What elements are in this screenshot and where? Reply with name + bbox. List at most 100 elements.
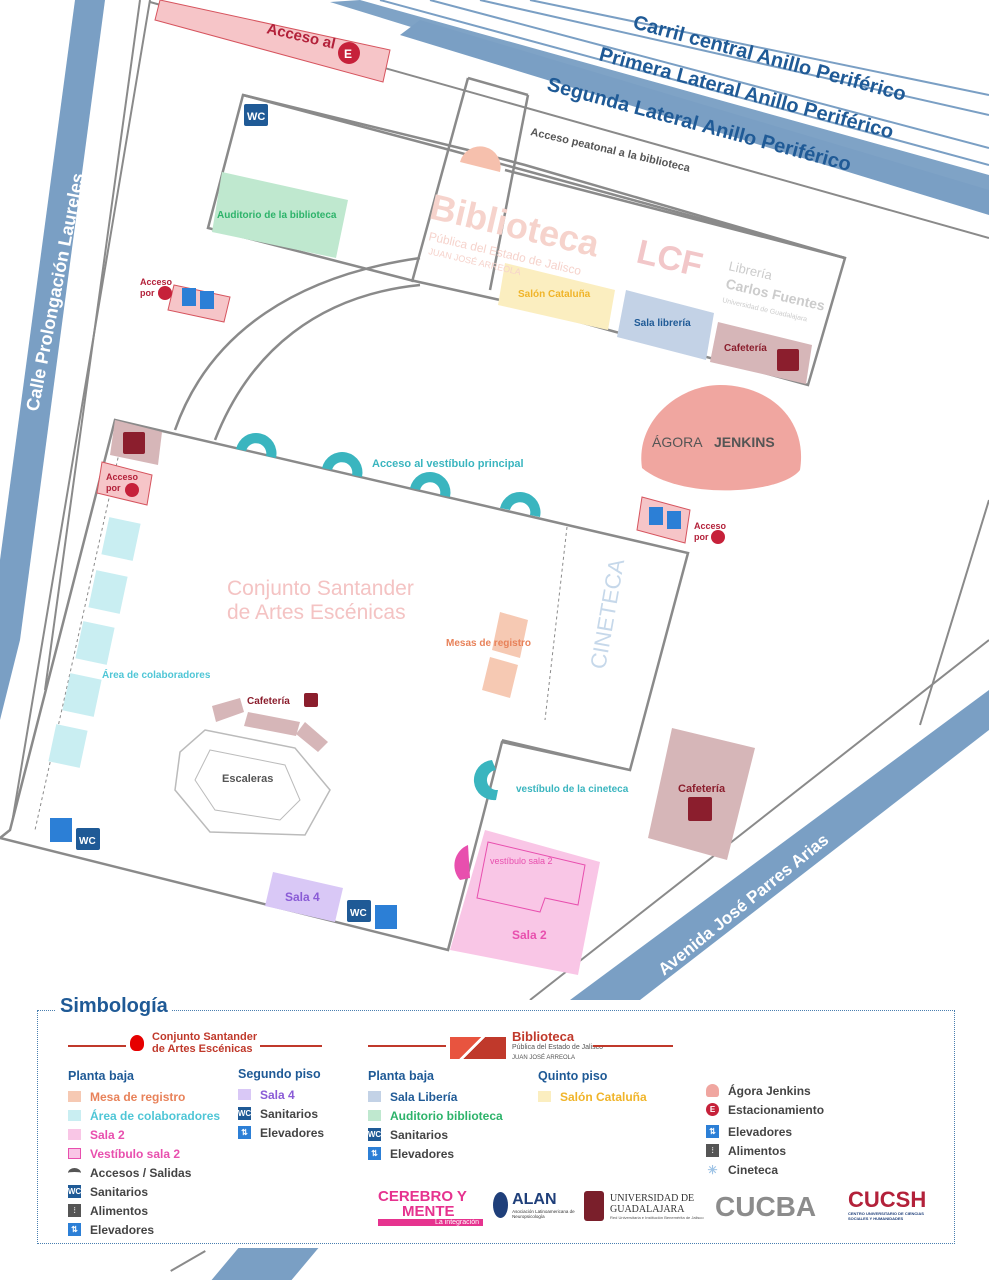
legend-item-colaboradores: Área de colaboradores (68, 1106, 220, 1125)
cucsh-title: CUCSH (848, 1187, 927, 1212)
watermark-lcf: LCF (633, 233, 706, 285)
alan-head-icon (493, 1192, 509, 1218)
label-wc-2: WC (79, 836, 96, 847)
santander-brand-1: Conjunto Santander (152, 1031, 258, 1043)
biblioteca-logo-icon (450, 1036, 506, 1059)
legend-item-elevadores-2: ⇅Elevadores (238, 1123, 324, 1142)
label-por-1: por (140, 288, 155, 298)
watermark-santander-1: Conjunto Santander (227, 577, 414, 600)
escaleras-area (174, 729, 331, 836)
biblioteca-brand: Biblioteca Pública del Estado de Jalisco… (450, 1029, 604, 1064)
legend-item-sala2: Sala 2 (68, 1125, 220, 1144)
label-cafeteria-center: Cafetería (247, 696, 290, 707)
label-e-top: E (344, 47, 352, 61)
santander-flame-icon (130, 1035, 144, 1051)
food-icon: ⫶ (68, 1204, 81, 1217)
label-escaleras: Escaleras (222, 773, 273, 785)
legend-segundo-piso: Segundo piso (238, 1067, 321, 1081)
label-acceso-por-3: Acceso (694, 521, 727, 531)
elevator-icon: ⇅ (706, 1125, 719, 1138)
elevator-icon: ⇅ (368, 1147, 381, 1160)
legend-item-mesa: Mesa de registro (68, 1087, 220, 1106)
cineteca-icon: ✳ (707, 1162, 718, 1177)
legend-col-quinto-piso: Quinto piso Salón Cataluña (538, 1069, 647, 1106)
label-acceso-por-2: Acceso (106, 472, 139, 482)
sala-libreria-area (617, 290, 714, 360)
legend-item-agora: Ágora Jenkins (706, 1081, 824, 1100)
legend-col-planta-baja-biblioteca: Planta baja Sala Libería Auditorio bibli… (368, 1069, 503, 1163)
label-sala2: Sala 2 (512, 928, 547, 942)
legend-item-sala4: Sala 4 (238, 1085, 324, 1104)
area-colaboradores (48, 517, 141, 768)
biblioteca-brand-1: Biblioteca (512, 1029, 575, 1044)
label-cafeteria-right: Cafetería (678, 783, 726, 795)
label-por-3: por (694, 532, 709, 542)
alan-title: ALAN (512, 1191, 557, 1208)
legend-item-elevadores-3: ⇅Elevadores (368, 1144, 503, 1163)
agora-icon (706, 1084, 719, 1097)
udg-sub: Red Universitaria e Institución Beneméri… (610, 1214, 704, 1220)
sala2-area (450, 830, 600, 975)
legend-quinto-piso: Quinto piso (538, 1069, 608, 1083)
cerebro-2: MENTE (402, 1203, 455, 1220)
santander-building (0, 418, 690, 952)
udg-2: GUADALAJARA (610, 1203, 685, 1215)
legend-item-accesos: Accesos / Salidas (68, 1163, 220, 1182)
food-icon: ⫶ (706, 1144, 719, 1157)
sponsor-cucsh: CUCSH CENTRO UNIVERSITARIO DE CIENCIAS S… (848, 1187, 940, 1222)
sponsor-cucba: CUCBA (715, 1191, 816, 1223)
vestibulo-sala2 (476, 841, 586, 913)
label-cafeteria-lib: Cafetería (724, 343, 767, 354)
legend-planta-baja-2: Planta baja (368, 1069, 434, 1083)
acceso-estacionamiento-right (636, 496, 691, 544)
sponsor-udg: UNIVERSIDAD DE GUADALAJARA Red Universit… (584, 1191, 709, 1221)
label-salon-cataluna: Salón Cataluña (518, 289, 591, 300)
elevator-icon: ⇅ (238, 1126, 251, 1139)
legend-item-vestibulo-sala2: Vestíbulo sala 2 (68, 1144, 220, 1163)
segunda-lateral-band-main (400, 20, 989, 215)
cucsh-sub: CENTRO UNIVERSITARIO DE CIENCIAS SOCIALE… (848, 1211, 924, 1221)
parres-arias-band (570, 690, 989, 1000)
legend-item-alimentos-2: ⫶Alimentos (706, 1141, 824, 1160)
legend-item-elevadores: ⇅Elevadores (68, 1220, 220, 1239)
cucba-title: CUCBA (715, 1191, 817, 1222)
legend-title: Simbología (56, 995, 172, 1018)
campus-map: Carril central Anillo Periférico Primera… (0, 0, 989, 1000)
biblioteca-brand-3: JUAN JOSÉ ARREOLA (512, 1055, 576, 1061)
cerebro-3: La integración (378, 1219, 483, 1226)
cafeteria-right (648, 728, 755, 860)
sponsor-cerebro-mente: CEREBRO Y MENTE La integración (378, 1189, 483, 1226)
mesas-registro (482, 612, 528, 698)
sala4-area (265, 872, 343, 922)
access-arcs (236, 433, 541, 801)
label-auditorio: Auditorio de la biblioteca (217, 210, 337, 221)
laureles-band (0, 0, 105, 720)
salon-cataluna-area (498, 263, 615, 330)
label-sala-libreria: Sala librería (634, 318, 691, 329)
sponsor-alan: ALAN Asociación Latinoamericana de Neuro… (493, 1191, 578, 1219)
legend-col-planta-baja-santander: Planta baja Mesa de registro Área de col… (68, 1069, 220, 1239)
label-mesas-registro: Mesas de registro (446, 638, 531, 649)
udg-shield-icon (584, 1191, 604, 1221)
legend-item-alimentos: ⫶Alimentos (68, 1201, 220, 1220)
arc-icon (68, 1167, 81, 1178)
acceso-estacionamiento-top (154, 0, 391, 83)
santander-brand: Conjunto Santander de Artes Escénicas (130, 1031, 257, 1055)
label-wc-3: WC (350, 908, 367, 919)
biblioteca-brand-2: Pública del Estado de Jalisco (512, 1044, 604, 1051)
wc-icon: WC (367, 1128, 382, 1141)
legend-item-auditorio: Auditorio biblioteca (368, 1106, 503, 1125)
label-agora-2: JENKINS (714, 434, 775, 450)
cafeteria-stands (212, 698, 244, 722)
legend-item-sala-libreria: Sala Libería (368, 1087, 503, 1106)
wc-icon: WC (237, 1107, 252, 1120)
elevator-icon: ⇅ (68, 1223, 81, 1236)
legend-planta-baja-1: Planta baja (68, 1069, 134, 1083)
label-agora-1: ÁGORA (652, 434, 703, 450)
label-wc-1: WC (247, 111, 265, 123)
label-vestibulo-sala2: vestíbulo sala 2 (490, 856, 553, 866)
label-acceso-peatonal: Acceso peatonal a la biblioteca (529, 126, 692, 175)
